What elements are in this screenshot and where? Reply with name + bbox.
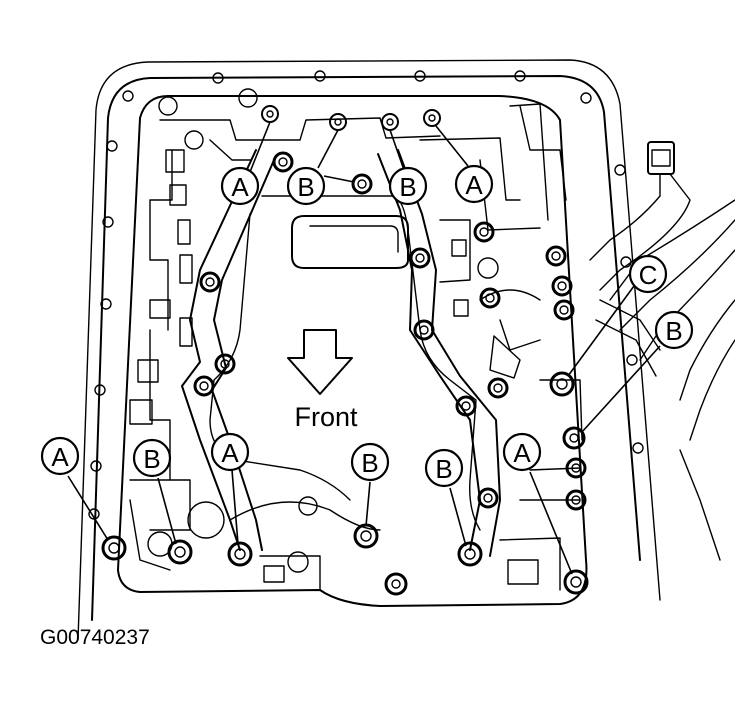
bolt	[214, 353, 236, 375]
bolt	[261, 105, 279, 123]
callout-letter: A	[513, 438, 531, 468]
callout-b: B	[388, 166, 428, 206]
bolt	[409, 247, 431, 269]
bolt	[479, 287, 501, 309]
callout-b: B	[654, 310, 694, 350]
bolt	[272, 151, 294, 173]
bolt	[477, 487, 499, 509]
callout-letter: A	[465, 170, 483, 200]
callout-letter: B	[435, 454, 452, 484]
valve-body-plate	[117, 88, 588, 607]
right-strap-plate	[377, 149, 501, 557]
callout-a: A	[220, 166, 260, 206]
callout-labels: A B B A C B A B	[40, 164, 694, 488]
callout-a: A	[40, 436, 80, 476]
callout-letter: B	[297, 172, 314, 202]
front-direction-arrow: Front	[287, 329, 358, 432]
callout-letter: A	[51, 442, 69, 472]
bolt	[563, 569, 589, 595]
callout-letter: C	[639, 260, 658, 290]
bolt	[487, 377, 509, 399]
callout-a: A	[210, 432, 250, 472]
figure-caption: G00740237	[40, 626, 150, 649]
left-strap-plate	[181, 149, 275, 551]
bolt	[562, 426, 586, 450]
callout-b: B	[286, 166, 326, 206]
bolt	[549, 371, 575, 397]
bolt	[551, 275, 573, 297]
callout-letter: B	[143, 444, 160, 474]
bolt	[565, 489, 587, 511]
callout-letter: A	[231, 172, 249, 202]
callout-b: B	[132, 438, 172, 478]
callout-letter: B	[665, 316, 682, 346]
bolt	[167, 539, 193, 565]
bolt	[553, 299, 575, 321]
bolt	[329, 113, 347, 131]
callout-b: B	[350, 442, 390, 482]
bolt	[457, 541, 483, 567]
bolts	[101, 105, 589, 596]
callout-letter: A	[221, 438, 239, 468]
front-label: Front	[294, 402, 358, 432]
callout-b: B	[424, 448, 464, 488]
callout-letter: B	[361, 448, 378, 478]
callout-c: C	[628, 254, 668, 294]
bolt	[381, 113, 399, 131]
callout-a: A	[454, 164, 494, 204]
bolt	[473, 221, 495, 243]
leader-lines	[67, 121, 661, 575]
bolt	[384, 572, 408, 596]
bolt	[413, 319, 435, 341]
bolt	[423, 109, 441, 127]
transmission-case-outline	[77, 59, 661, 641]
bolt	[199, 271, 221, 293]
bolt	[565, 457, 587, 479]
strainer-window	[291, 215, 409, 269]
callout-letter: B	[399, 172, 416, 202]
bolt	[101, 535, 127, 561]
bolt	[545, 245, 567, 267]
bolt	[227, 541, 253, 567]
bolt	[351, 173, 373, 195]
bolt	[193, 375, 215, 397]
callout-a: A	[502, 432, 542, 472]
bolt	[455, 395, 477, 417]
wiring-harness	[589, 141, 735, 561]
